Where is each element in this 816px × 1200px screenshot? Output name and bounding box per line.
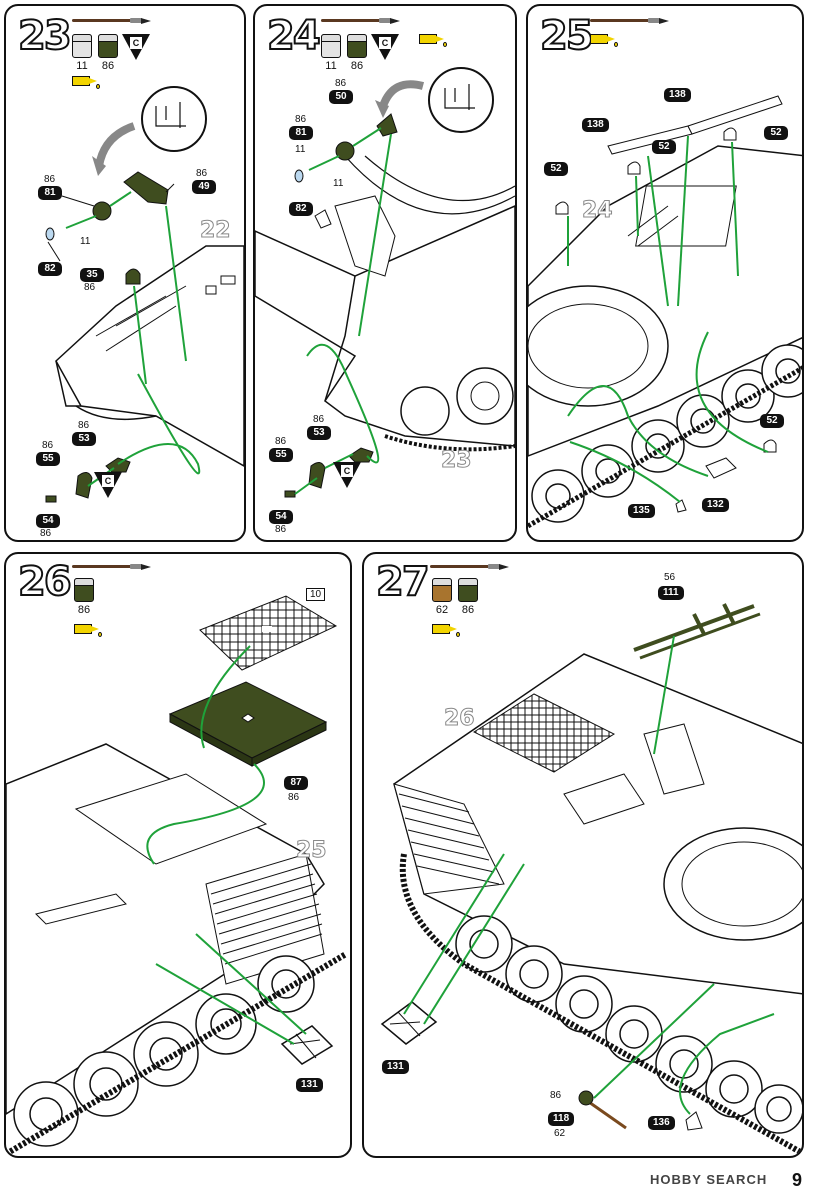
paint-ref: 86 xyxy=(550,1090,562,1101)
part-number-tag: 118 xyxy=(548,1112,575,1126)
paint-ref: 11 xyxy=(80,236,91,247)
reference-step-number: 26 xyxy=(444,706,476,732)
paint-ref: 86 xyxy=(42,440,54,451)
part-number-tag: 50 xyxy=(329,90,353,104)
step-27-drawing xyxy=(380,603,802,1156)
part-number-tag: 131 xyxy=(296,1078,323,1092)
paint-code: 86 xyxy=(350,60,364,72)
step-number: 24 xyxy=(266,13,322,59)
paint-ref: 86 xyxy=(84,282,96,293)
part-number-tag: 53 xyxy=(72,432,96,446)
part-number-tag: 138 xyxy=(582,118,609,132)
cement-icon: C xyxy=(371,34,399,60)
step-number: 23 xyxy=(17,13,73,59)
glue-tube-icon xyxy=(432,622,460,637)
part-number-tag: 131 xyxy=(382,1060,409,1074)
part-number-tag: 52 xyxy=(652,140,676,154)
reference-step-number: 24 xyxy=(582,198,614,224)
paint-code: 62 xyxy=(435,604,449,616)
part-number-tag: 135 xyxy=(628,504,655,518)
step-number: 27 xyxy=(375,559,431,605)
part-number-tag: 111 xyxy=(658,586,684,600)
brush-icon xyxy=(72,564,154,570)
paint-pot-icon xyxy=(72,34,92,58)
brush-icon xyxy=(72,18,154,24)
brush-icon xyxy=(321,18,403,24)
paint-ref: 11 xyxy=(333,178,344,189)
part-number-tag: 82 xyxy=(289,202,313,216)
cement-icon: C xyxy=(94,472,122,498)
paint-code: 11 xyxy=(325,60,337,72)
part-number-tag: 55 xyxy=(36,452,60,466)
reference-step-number: 23 xyxy=(441,448,473,474)
glue-tube-icon xyxy=(72,74,100,89)
part-number-tag: 132 xyxy=(702,498,729,512)
part-number-tag: 52 xyxy=(764,126,788,140)
part-number-tag: 35 xyxy=(80,268,104,282)
step-number: 26 xyxy=(17,559,73,605)
page-number: 9 xyxy=(792,1170,803,1190)
step-27-panel: 27 62 86 xyxy=(362,552,804,1158)
part-number-tag: 52 xyxy=(544,162,568,176)
brush-icon xyxy=(430,564,512,570)
paint-pot-icon xyxy=(432,578,452,602)
part-number-tag: 55 xyxy=(269,448,293,462)
paint-code: 86 xyxy=(461,604,475,616)
part-number-tag: 54 xyxy=(36,514,60,528)
paint-ref: 11 xyxy=(295,144,306,155)
photo-etch-sheet-number: 10 xyxy=(306,588,326,601)
part-number-tag: 53 xyxy=(307,426,331,440)
paint-pot-icon xyxy=(74,578,94,602)
reference-step-number: 25 xyxy=(296,838,328,864)
paint-pot-icon xyxy=(347,34,367,58)
glue-tube-icon xyxy=(74,622,102,637)
paint-pot-icon xyxy=(458,578,478,602)
part-number-tag: 54 xyxy=(269,510,293,524)
footer-watermark-logo: HOBBY SEARCH xyxy=(650,1172,768,1187)
part-number-tag: 49 xyxy=(192,180,216,194)
part-number-tag: 87 xyxy=(284,776,308,790)
paint-ref: 86 xyxy=(288,792,300,803)
glue-tube-icon xyxy=(419,32,447,47)
brush-icon xyxy=(590,18,672,24)
paint-code: 86 xyxy=(101,60,115,72)
paint-ref: 86 xyxy=(295,114,307,125)
step-26-panel: 26 86 10 xyxy=(4,552,352,1158)
part-number-tag: 82 xyxy=(38,262,62,276)
step-24-panel: 24 11 86 C 23 86 50 86 81 1 xyxy=(253,4,517,542)
paint-code: 11 xyxy=(76,60,88,72)
paint-ref: 86 xyxy=(44,174,56,185)
part-number-tag: 138 xyxy=(664,88,691,102)
paint-ref: 86 xyxy=(313,414,325,425)
part-number-tag: 81 xyxy=(289,126,313,140)
paint-ref: 86 xyxy=(196,168,208,179)
step-25-panel: 25 xyxy=(526,4,804,542)
cement-icon: C xyxy=(122,34,150,60)
step-26-drawing xyxy=(6,595,348,1156)
paint-ref: 86 xyxy=(275,436,287,447)
glue-tube-icon xyxy=(590,32,618,47)
part-number-tag: 81 xyxy=(38,186,62,200)
step-25-drawing xyxy=(528,95,802,529)
step-number: 25 xyxy=(539,13,595,59)
paint-pot-icon xyxy=(321,34,341,58)
step-23-panel: 23 11 86 C 22 86 81 86 49 1 xyxy=(4,4,246,542)
paint-ref: 86 xyxy=(275,524,287,535)
paint-ref: 56 xyxy=(664,572,676,583)
step-23-drawing xyxy=(45,86,244,503)
paint-ref: 62 xyxy=(554,1128,566,1139)
paint-ref: 86 xyxy=(40,528,52,539)
part-number-tag: 136 xyxy=(648,1116,675,1130)
part-number-tag: 52 xyxy=(760,414,784,428)
paint-code: 86 xyxy=(77,604,91,616)
reference-step-number: 22 xyxy=(200,218,232,244)
paint-ref: 86 xyxy=(335,78,347,89)
paint-ref: 86 xyxy=(78,420,90,431)
step-24-drawing xyxy=(255,67,515,498)
paint-pot-icon xyxy=(98,34,118,58)
cement-icon: C xyxy=(333,462,361,488)
